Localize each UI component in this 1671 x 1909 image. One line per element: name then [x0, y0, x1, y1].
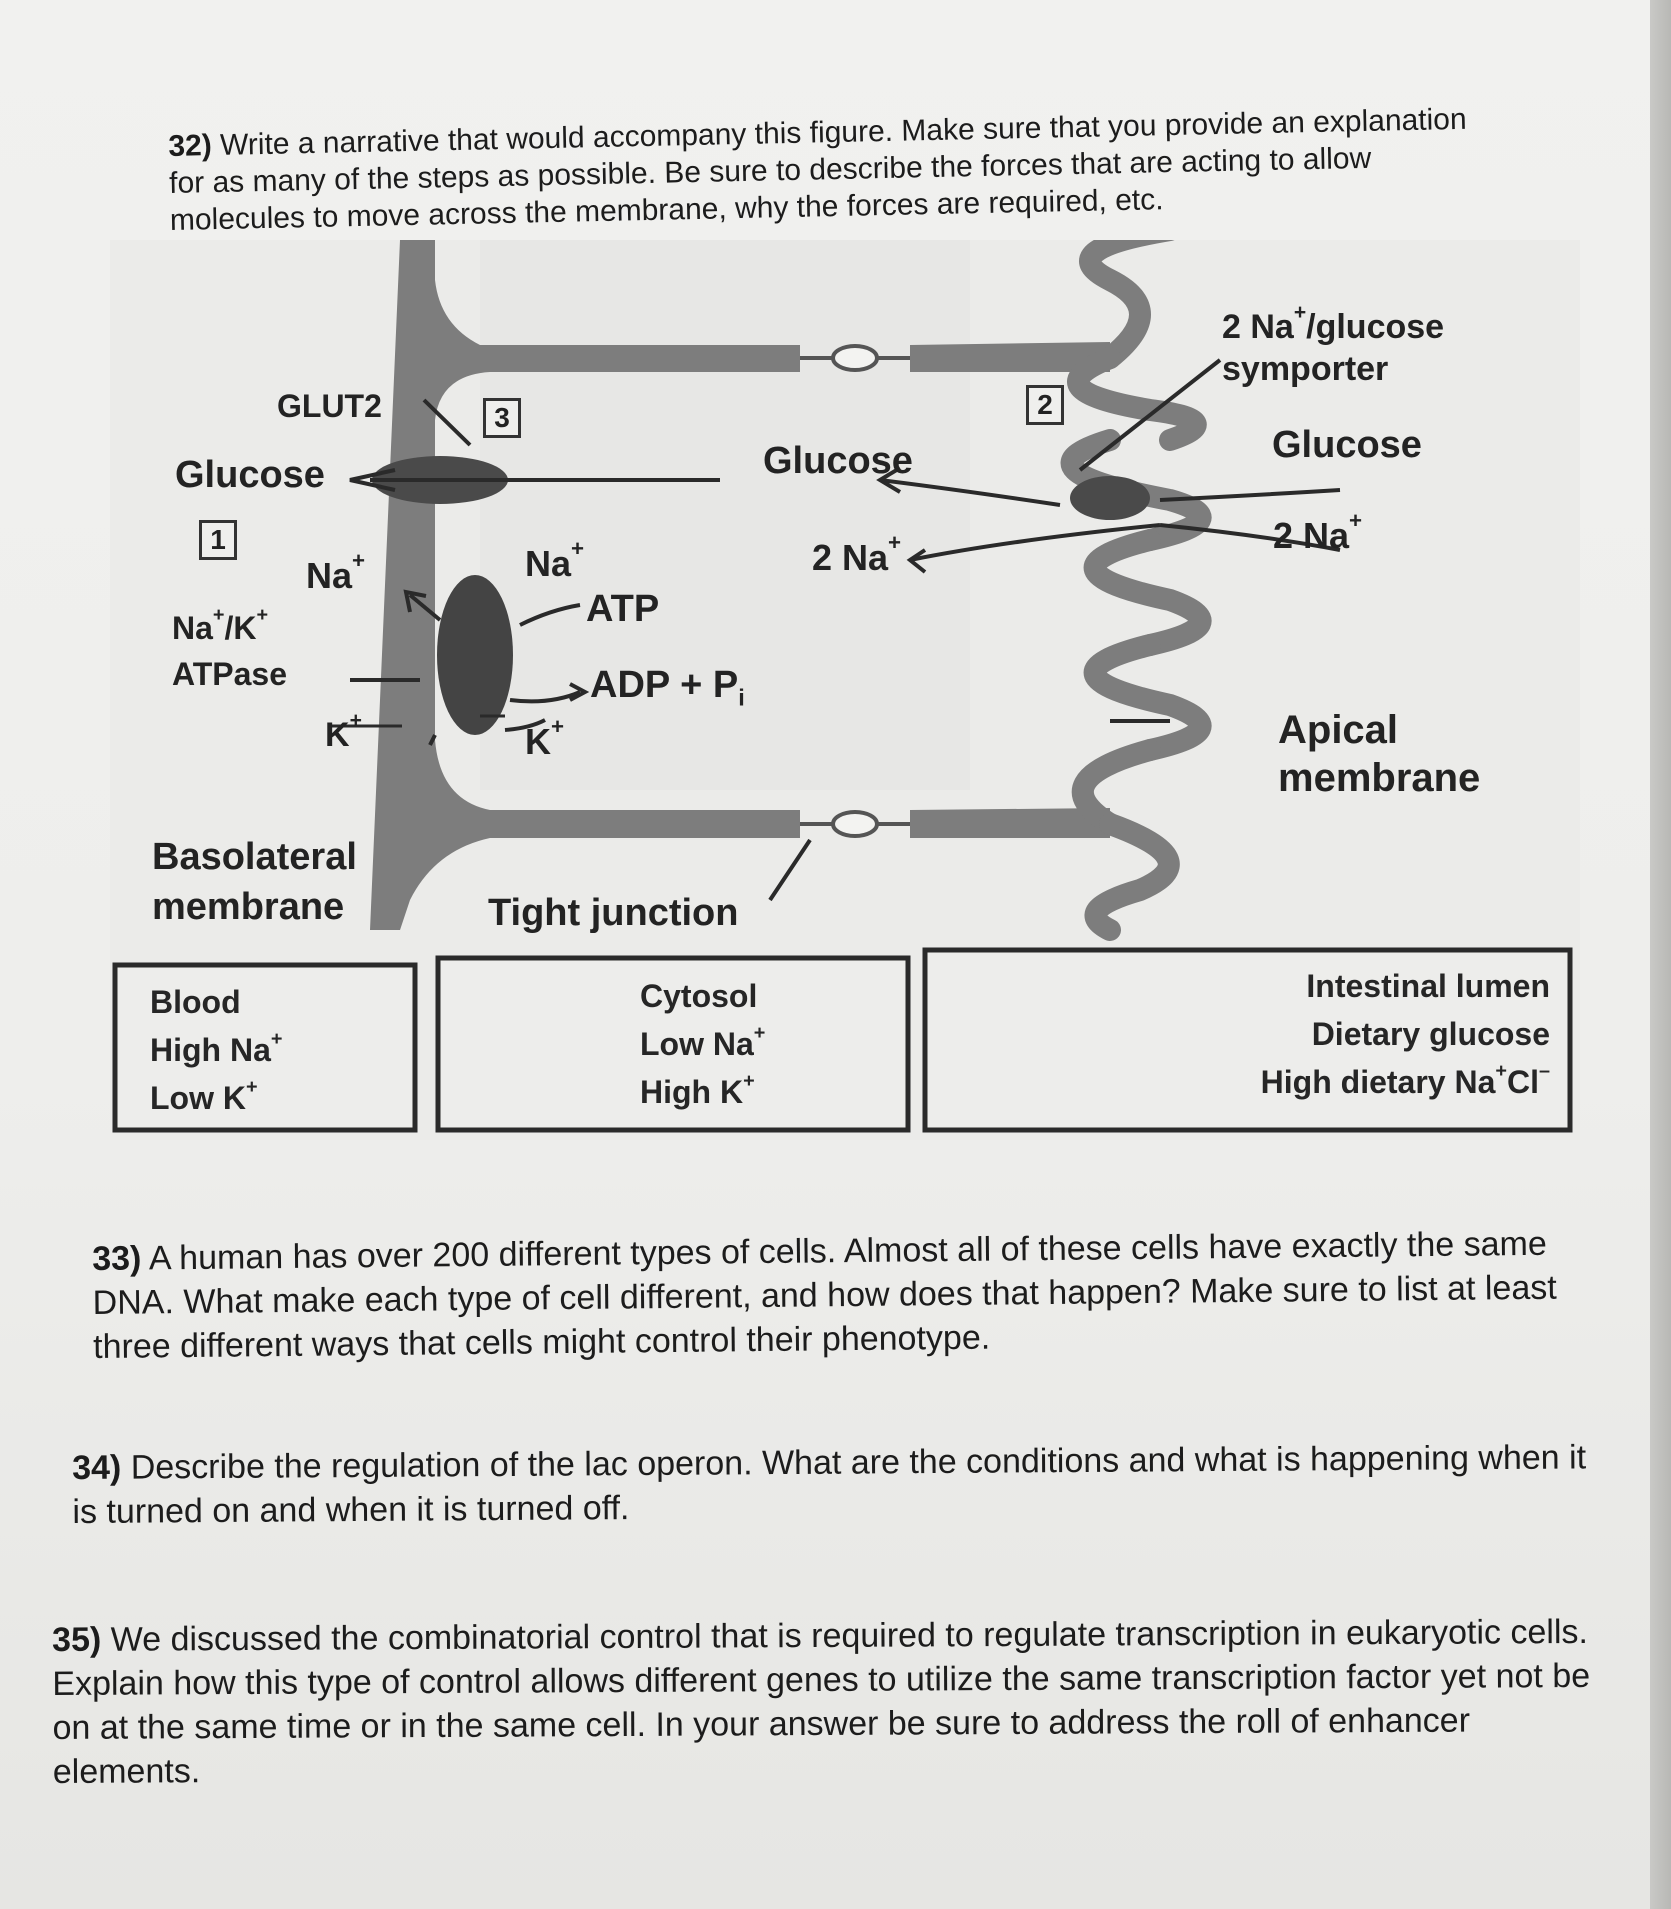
tight-junction-label: Tight junction — [488, 892, 739, 934]
question-text: Describe the regulation of the lac opero… — [72, 1438, 1587, 1531]
step-3-box: 3 — [483, 398, 521, 438]
glucose-lumen-line — [1159, 488, 1341, 502]
cell-diagram — [110, 240, 1580, 1140]
glucose-blood-label: Glucose — [175, 454, 325, 496]
na-k-atpase — [437, 575, 513, 735]
na-out-arrow — [408, 593, 442, 622]
glut2-pointer — [422, 398, 472, 447]
atp-to-adp — [509, 690, 581, 704]
question-33: 33) A human has over 200 different types… — [92, 1222, 1563, 1369]
na-in-arrow — [909, 523, 1161, 562]
question-number: 33) — [92, 1239, 142, 1278]
basolateral-membrane — [370, 240, 800, 930]
lumen-compartment: Intestinal lumen Dietary glucose High di… — [1260, 968, 1550, 1100]
na-pump-in-label: Na+ — [525, 535, 585, 584]
compartment-title: Intestinal lumen — [1306, 968, 1550, 1004]
k-blood-label: K+ — [325, 709, 362, 754]
glut2-label: GLUT2 — [277, 388, 382, 424]
microvilli — [1060, 240, 1212, 941]
tight-junction-pointer — [768, 838, 812, 902]
symporter-label: 2 Na+/glucose symporter — [1222, 301, 1445, 388]
blood-compartment: Blood High Na+ Low K+ — [150, 984, 283, 1116]
step-1-box: 1 — [199, 520, 237, 560]
na-lumen-label: 2 Na+ — [1273, 507, 1363, 556]
tight-junction-top — [800, 344, 910, 372]
k-cytosol-label: K+ — [525, 713, 565, 762]
glucose-in-arrow — [879, 478, 1061, 507]
apical-membrane-label: Apical membrane — [1278, 708, 1481, 800]
cytosol-box-frame — [435, 955, 911, 1133]
adp-label: ADP + Pi — [590, 664, 745, 711]
compartment-boxes — [112, 947, 1573, 1133]
page-edge — [1650, 0, 1671, 1909]
na-glucose-symporter — [1070, 476, 1150, 520]
intestinal-glucose-transport-figure: 1 2 3 GLUT2 Glucose Glucose Glucose Na+ … — [110, 240, 1580, 1140]
question-number: 32) — [168, 129, 213, 163]
question-number: 35) — [52, 1620, 102, 1659]
basolateral-membrane-label: Basolateral membrane — [152, 836, 357, 928]
glucose-lumen-label: Glucose — [1272, 424, 1422, 466]
lumen-box-frame — [922, 947, 1573, 1133]
atp-label: ATP — [586, 588, 660, 630]
cytosol-compartment: Cytosol Low Na+ High K+ — [640, 978, 766, 1110]
question-text: We discussed the combinatorial control t… — [52, 1612, 1591, 1791]
na-lumen-line — [1159, 523, 1341, 552]
blood-box-frame — [112, 962, 418, 1133]
k-in-arrow — [504, 718, 546, 732]
question-text: A human has over 200 different types of … — [92, 1224, 1557, 1366]
question-34: 34) Describe the regulation of the lac o… — [72, 1435, 1613, 1534]
step-2-box: 2 — [1026, 385, 1064, 425]
question-number: 34) — [72, 1448, 122, 1487]
na-out-path — [519, 603, 581, 627]
tight-junction-bottom — [800, 810, 910, 838]
symporter-pointer — [1078, 358, 1222, 472]
glucose-cytosol-label: Glucose — [763, 440, 913, 482]
glucose-out-arrowhead — [349, 468, 396, 492]
na-pump-out-label: Na+ — [306, 547, 366, 596]
na-cytosol-label: 2 Na+ — [812, 529, 902, 578]
compartment-title: Cytosol — [640, 978, 758, 1014]
compartment-title: Blood — [150, 984, 241, 1020]
question-35: 35) We discussed the combinatorial contr… — [52, 1610, 1623, 1794]
cell-interior — [480, 240, 970, 790]
na-k-atpase-label: Na+/K+ ATPase — [172, 604, 288, 692]
